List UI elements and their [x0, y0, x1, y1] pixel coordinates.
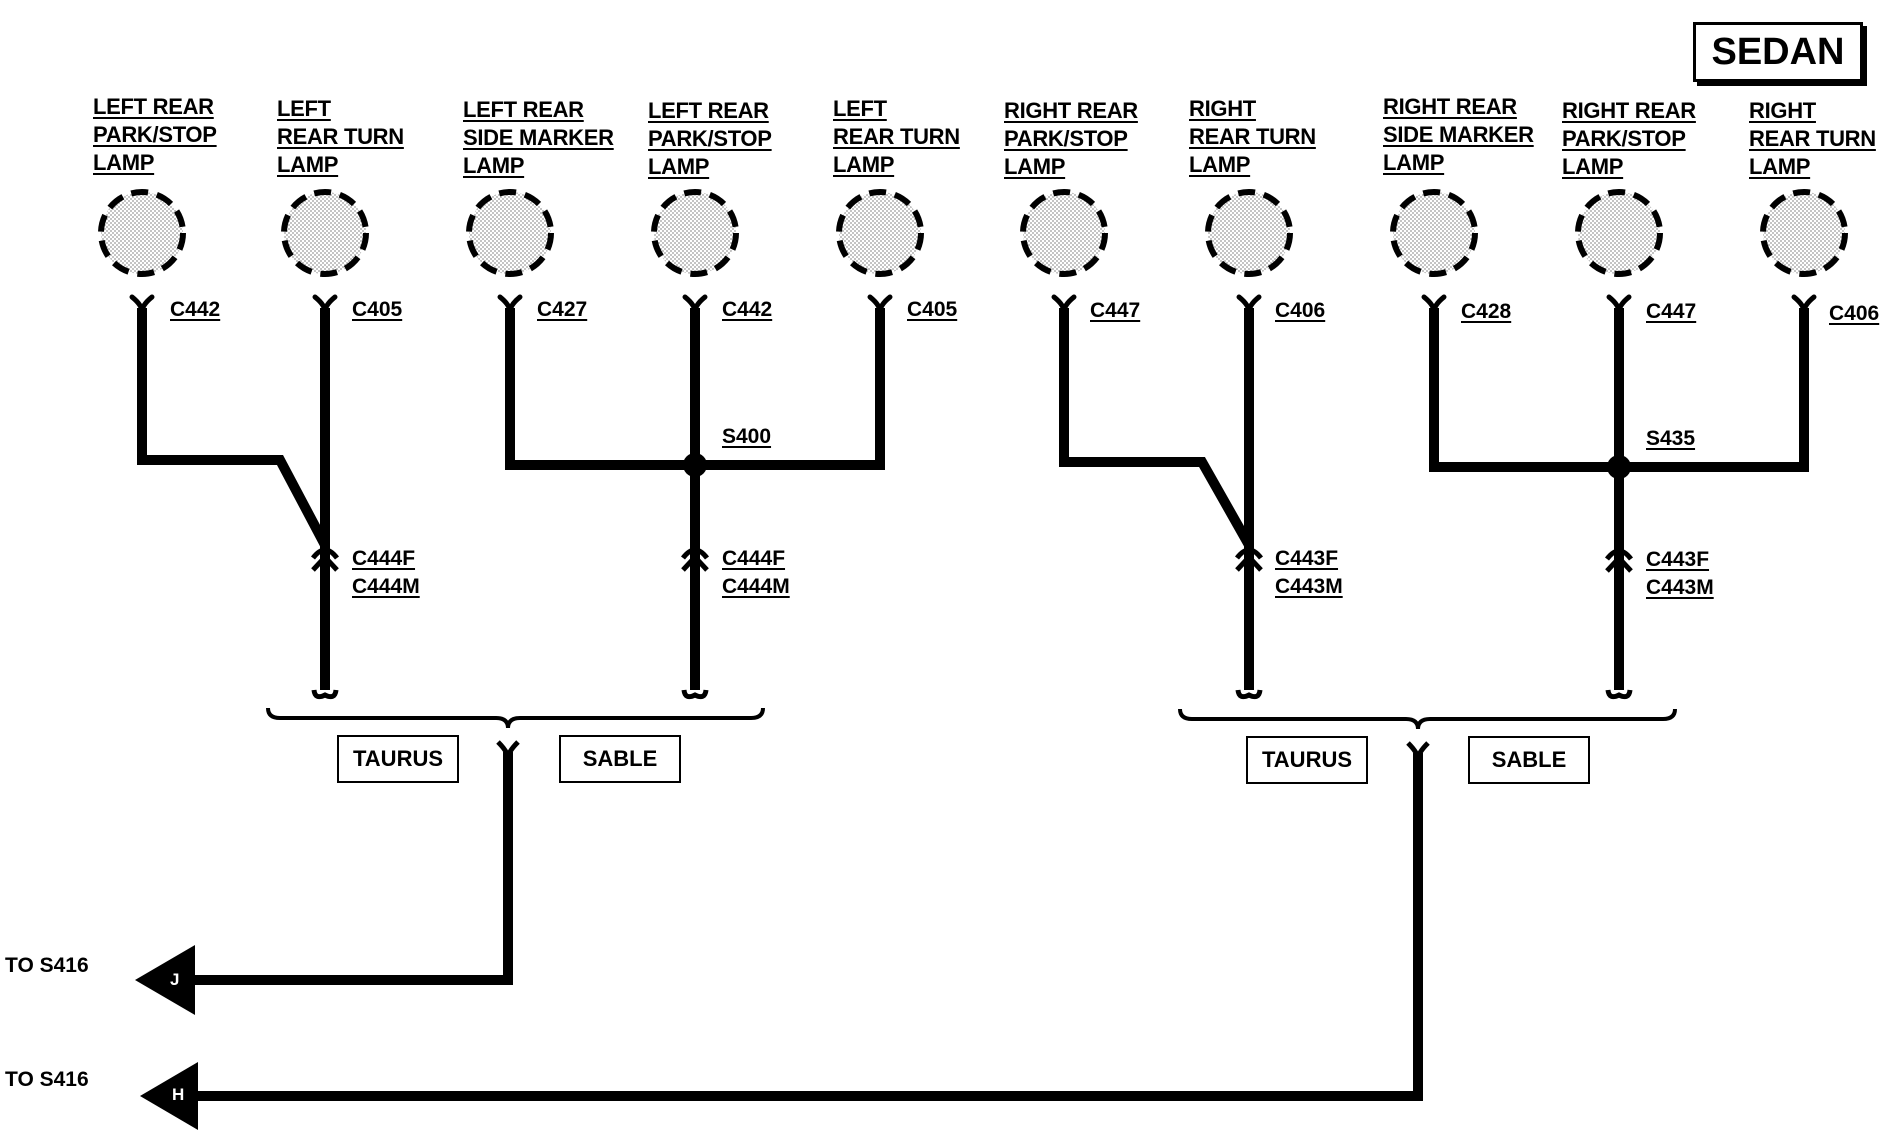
- variant-box-taurus: TAURUS: [1246, 736, 1368, 784]
- inline-connector-icon: [1605, 554, 1633, 573]
- inline-connector-icon: [1235, 553, 1263, 572]
- variant-brace: [266, 707, 765, 729]
- connector-label: C406: [1275, 299, 1326, 322]
- splice-dot-icon: [1607, 455, 1631, 479]
- connector-label: C405: [352, 298, 403, 321]
- connector-label: C447: [1090, 299, 1141, 322]
- connector-label: C442: [170, 298, 221, 321]
- inline-connector-icon: [681, 553, 709, 572]
- connector-label: C427: [537, 298, 588, 321]
- splice-dot-icon: [683, 453, 707, 477]
- lamp-bulb-icon: [1205, 189, 1293, 277]
- inline-connector-icon: [311, 547, 339, 560]
- wire-end-icon: [1605, 689, 1633, 700]
- lamp-bulb-icon: [1390, 189, 1478, 277]
- splice-label-s400: S400: [722, 425, 772, 448]
- output-arrow-j-icon: [135, 945, 195, 1015]
- lamp-bulb-icon: [98, 189, 186, 277]
- output-code-j: J: [170, 970, 180, 989]
- wire: [1059, 308, 1254, 548]
- inline-connector-icon: [681, 547, 709, 560]
- inline-connector-icon: [311, 553, 339, 572]
- lamp-bulb-icon: [1575, 189, 1663, 277]
- output-code-h: H: [172, 1085, 185, 1104]
- wire: [190, 753, 1423, 1101]
- connector-label: C428: [1461, 300, 1512, 323]
- lamp-bulb-icon: [281, 189, 369, 277]
- sedan-badge: SEDAN: [1693, 22, 1863, 82]
- output-arrow-h-icon: [140, 1062, 198, 1130]
- connector-label: C447: [1646, 300, 1697, 323]
- variant-box-taurus: TAURUS: [337, 735, 459, 783]
- inline-connector-icon: [1235, 547, 1263, 560]
- lamp-bulb-icon: [1760, 189, 1848, 277]
- wire: [185, 752, 513, 985]
- wire-end-icon: [1235, 689, 1263, 700]
- output-label-j: TO S416: [5, 954, 89, 977]
- output-label-h: TO S416: [5, 1068, 89, 1091]
- variant-brace: [1178, 708, 1677, 730]
- lamp-bulb-icon: [836, 189, 924, 277]
- inline-connector-icon: [1605, 548, 1633, 561]
- connector-label: C442: [722, 298, 773, 321]
- lamp-bulb-icon: [1020, 189, 1108, 277]
- lamp-bulb-icon: [651, 189, 739, 277]
- wire-end-icon: [681, 689, 709, 700]
- variant-box-sable: SABLE: [559, 735, 681, 783]
- splice-label-s435: S435: [1646, 427, 1696, 450]
- wire-end-icon: [311, 689, 339, 700]
- connector-label: C406: [1829, 302, 1880, 325]
- lamp-bulb-icon: [466, 189, 554, 277]
- variant-box-sable: SABLE: [1468, 736, 1590, 784]
- connector-label: C405: [907, 298, 958, 321]
- wire: [137, 308, 330, 548]
